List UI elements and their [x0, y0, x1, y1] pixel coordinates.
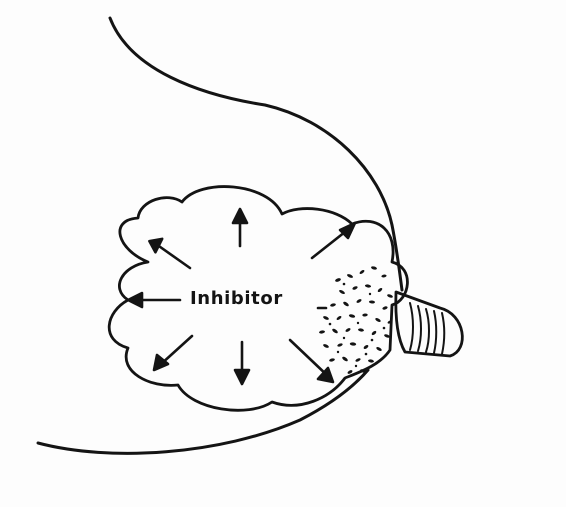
nipple-ridges [410, 303, 444, 354]
inhibitor-label: Inhibitor [190, 289, 283, 309]
arrow-down [235, 342, 249, 384]
breast-outline-lower [38, 370, 368, 453]
arrow-up-left [149, 239, 190, 268]
arrow-down-left [154, 336, 192, 370]
arrow-left [128, 293, 180, 307]
arrow-up [233, 209, 247, 246]
arrow-up-right [312, 223, 355, 258]
